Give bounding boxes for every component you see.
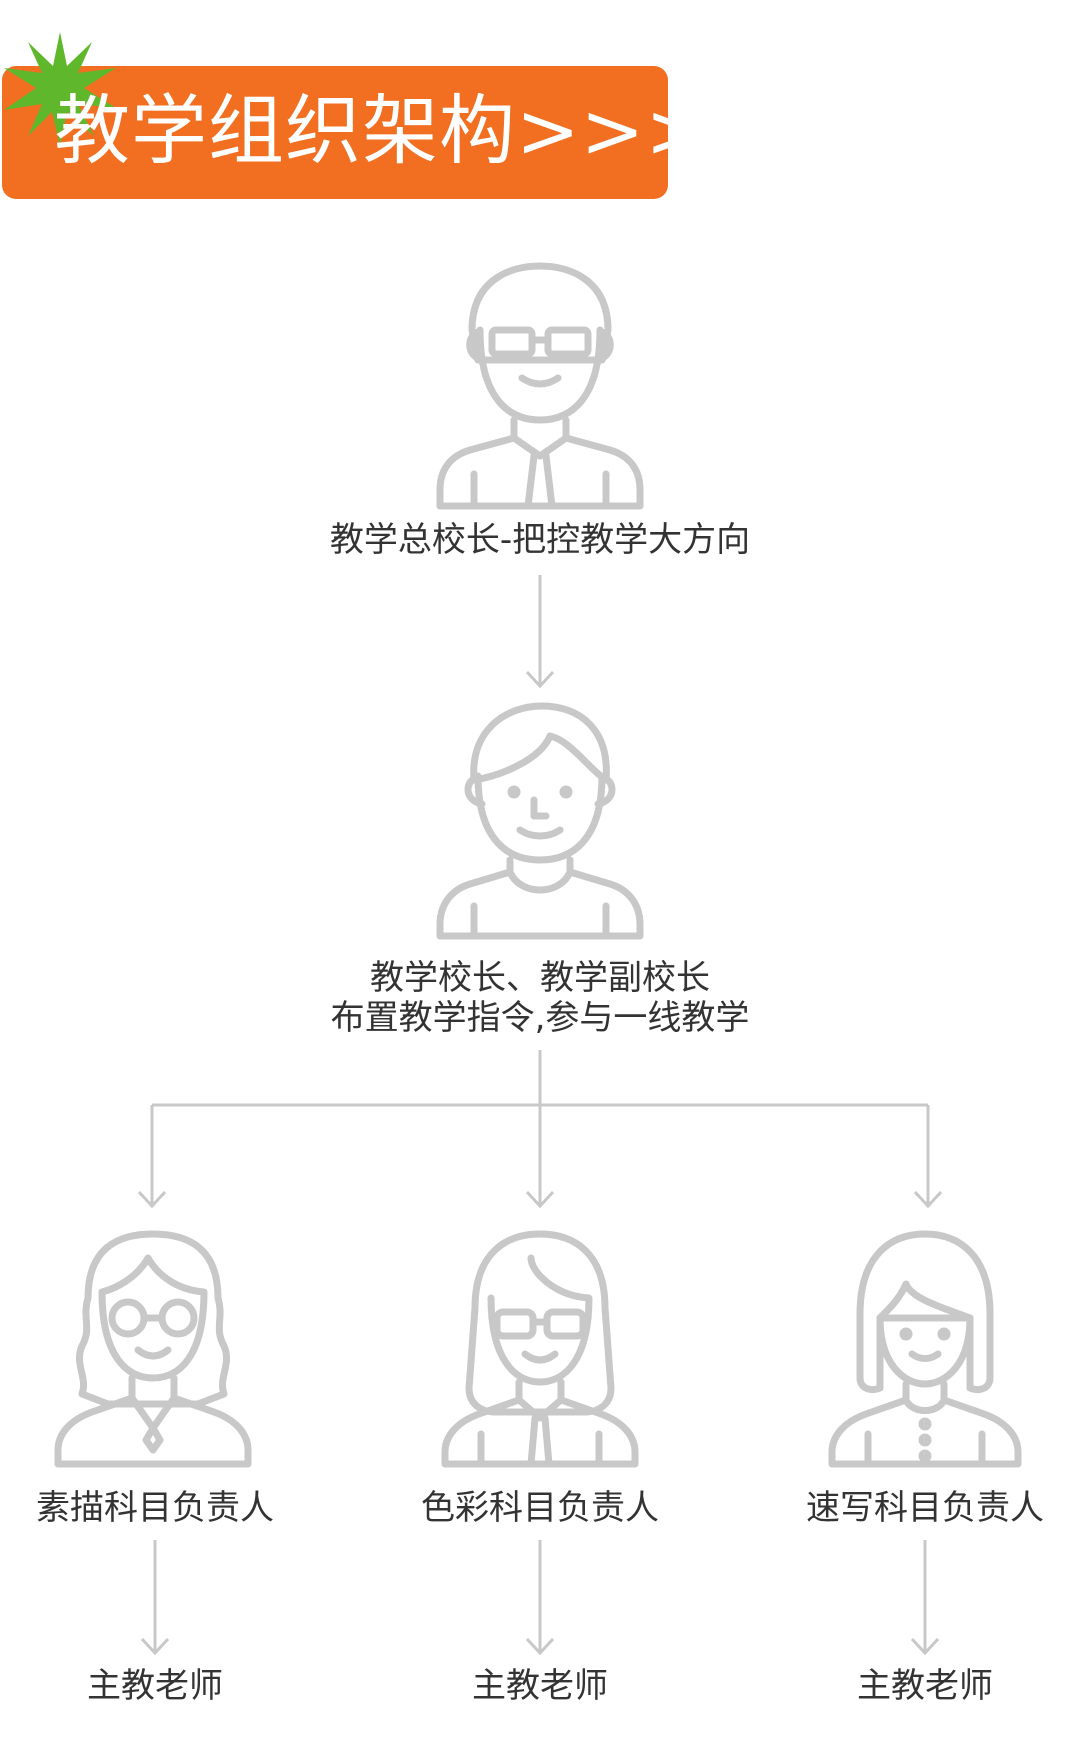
- arrowhead: [525, 1637, 555, 1656]
- arrowhead: [525, 670, 555, 689]
- woman-with-bob-hair-icon: [820, 1228, 1030, 1468]
- title-banner: [2, 66, 668, 199]
- color-lead-label: 色彩科目负责人: [421, 1488, 659, 1528]
- teacher-label-speed: 主教老师: [857, 1666, 993, 1706]
- arrowhead: [913, 1190, 943, 1209]
- man-with-glasses-and-tie-icon: [430, 260, 650, 510]
- arrowhead: [137, 1190, 167, 1209]
- speed-lead-label: 速写科目负责人: [806, 1488, 1044, 1528]
- principal-label: 教学总校长-把控教学大方向: [329, 520, 751, 560]
- page-title: 教学组织架构>>>: [54, 86, 711, 175]
- arrowhead: [140, 1637, 170, 1656]
- sketch-lead-label: 素描科目负责人: [36, 1488, 274, 1528]
- school-heads-label-line2: 布置教学指令,参与一线教学: [330, 998, 750, 1038]
- starburst-icon: [4, 32, 116, 146]
- school-heads-label-line1: 教学校长、教学副校长: [370, 958, 710, 998]
- teacher-label-sketch: 主教老师: [87, 1666, 223, 1706]
- teacher-label-color: 主教老师: [472, 1666, 608, 1706]
- woman-with-glasses-and-tie-icon: [435, 1228, 645, 1468]
- woman-with-glasses-and-curly-hair-icon: [48, 1228, 258, 1468]
- arrowhead: [525, 1190, 555, 1209]
- young-man-icon: [430, 700, 650, 940]
- arrowhead: [910, 1637, 940, 1656]
